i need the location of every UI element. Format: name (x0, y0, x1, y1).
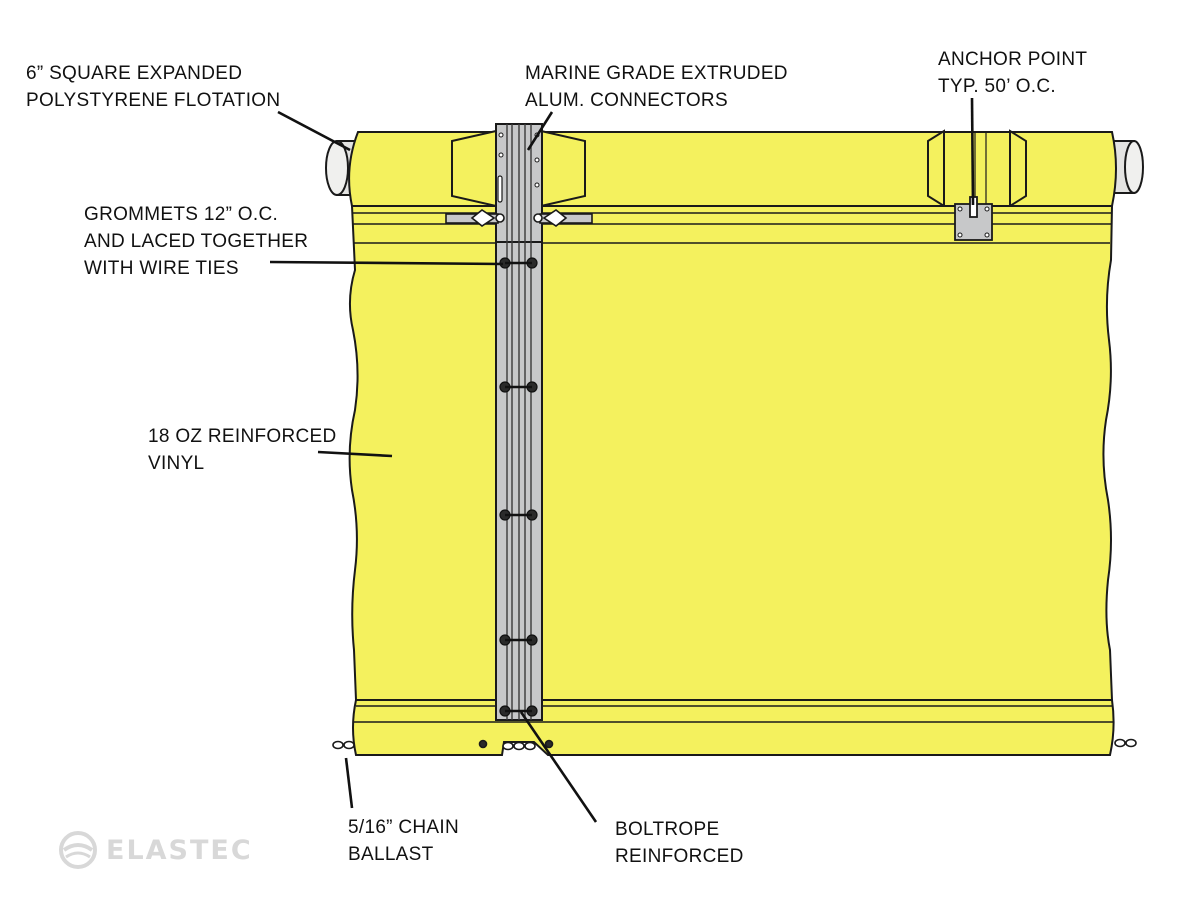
aluminum-connector (495, 123, 543, 721)
callout-grommets-line: WITH WIRE TIES (84, 258, 239, 279)
vinyl-skirt (348, 205, 1114, 701)
leader-chain (344, 757, 354, 809)
callout-grommets: GROMMETS 12” O.C. AND LACED TOGETHER WIT… (84, 201, 308, 282)
callout-flotation-line: POLYSTYRENE FLOTATION (26, 90, 281, 111)
callout-anchor-line: TYP. 50’ O.C. (938, 76, 1056, 97)
callout-flotation: 6” SQUARE EXPANDED POLYSTYRENE FLOTATION (26, 60, 280, 114)
elastec-watermark: ELASTEC (58, 830, 253, 870)
callout-connectors-line: ALUM. CONNECTORS (525, 90, 728, 111)
ballast-pocket (352, 699, 1115, 756)
leader-vinyl (317, 450, 393, 458)
boom-float (348, 129, 1117, 208)
callout-chain-line: 5/16” CHAIN (348, 817, 460, 838)
elastec-logo-icon (59, 831, 97, 869)
callout-chain-line: BALLAST (348, 844, 434, 865)
callout-vinyl: 18 OZ REINFORCED VINYL (148, 423, 337, 477)
callout-flotation-line: 6” SQUARE EXPANDED (26, 63, 243, 84)
grommets (499, 257, 538, 717)
leader-boltrope (519, 711, 598, 823)
callout-connectors: MARINE GRADE EXTRUDED ALUM. CONNECTORS (525, 60, 788, 114)
leader-lines (269, 97, 975, 823)
callout-boltrope-line: BOLTROPE (615, 819, 720, 840)
leader-connectors (526, 111, 554, 151)
callout-anchor: ANCHOR POINT TYP. 50’ O.C. (938, 46, 1087, 100)
callout-boltrope: BOLTROPE REINFORCED (615, 816, 744, 870)
callout-grommets-line: GROMMETS 12” O.C. (84, 204, 279, 225)
callout-anchor-line: ANCHOR POINT (938, 49, 1088, 70)
callout-boltrope-line: REINFORCED (615, 846, 744, 867)
callout-connectors-line: MARINE GRADE EXTRUDED (525, 63, 788, 84)
leader-anchor (970, 97, 975, 206)
brand-name: ELASTEC (106, 834, 253, 866)
leader-grommets (269, 260, 504, 266)
ballast-chain (332, 738, 1137, 751)
connector-shackles (445, 209, 593, 227)
callout-chain: 5/16” CHAIN BALLAST (348, 814, 459, 868)
leader-flotation (277, 110, 351, 152)
callout-vinyl-line: 18 OZ REINFORCED (148, 426, 337, 447)
callout-vinyl-line: VINYL (148, 453, 205, 474)
callout-grommets-line: AND LACED TOGETHER (84, 231, 309, 252)
